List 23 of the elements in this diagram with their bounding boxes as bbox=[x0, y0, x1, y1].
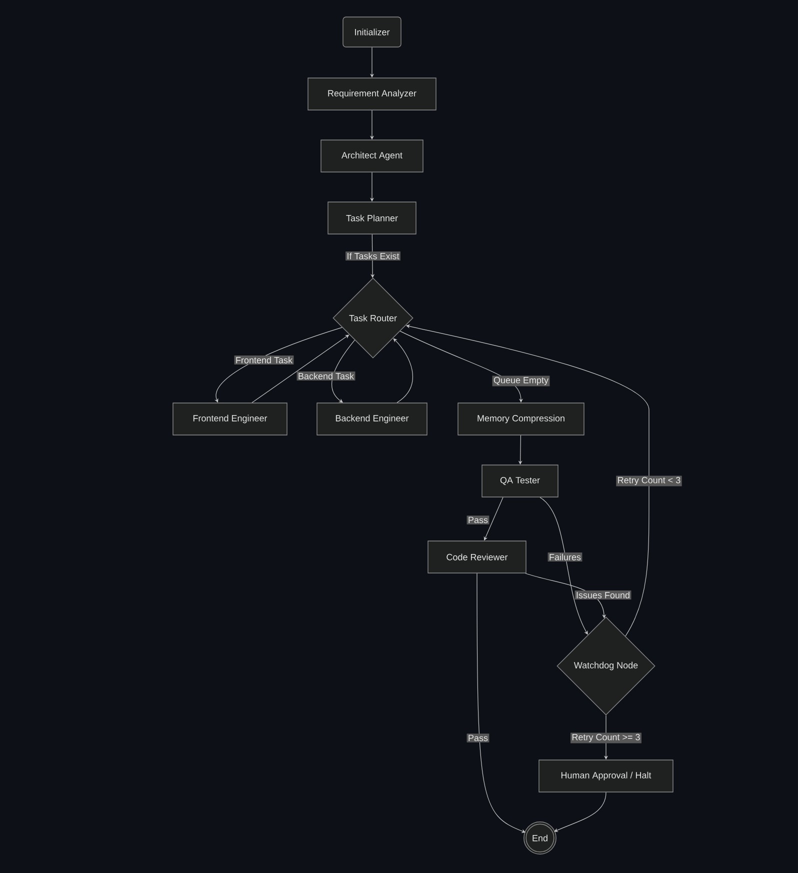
process-box: Memory Compression bbox=[458, 402, 584, 436]
edge-label: Frontend Task bbox=[234, 356, 294, 364]
edge-label: Queue Empty bbox=[492, 376, 550, 386]
edge-label: Failures bbox=[548, 552, 582, 562]
process-box: Frontend Engineer bbox=[172, 402, 288, 436]
edge-label: Issues Found bbox=[574, 590, 632, 600]
edge-label: Pass bbox=[466, 516, 490, 524]
edge-label: Backend Task bbox=[296, 372, 356, 380]
process-box: QA Tester bbox=[482, 464, 558, 498]
process-box: Architect Agent bbox=[320, 140, 424, 172]
edge-label: Retry Count >= 3 bbox=[570, 732, 642, 744]
arrow bbox=[393, 338, 413, 403]
process-box: Human Approval / Halt bbox=[538, 760, 674, 792]
process-box: Initializer bbox=[342, 16, 402, 48]
arrow bbox=[332, 340, 356, 403]
process-box: Requirement Analyzer bbox=[308, 78, 436, 110]
process-box: Task Planner bbox=[328, 202, 416, 234]
edge-label: Pass bbox=[466, 734, 490, 742]
process-box: Backend Engineer bbox=[316, 402, 428, 436]
edge-label: If Tasks Exist bbox=[346, 252, 400, 260]
edge-label: Retry Count < 3 bbox=[616, 476, 682, 486]
process-box: Code Reviewer bbox=[428, 540, 526, 574]
arrow bbox=[554, 792, 606, 832]
